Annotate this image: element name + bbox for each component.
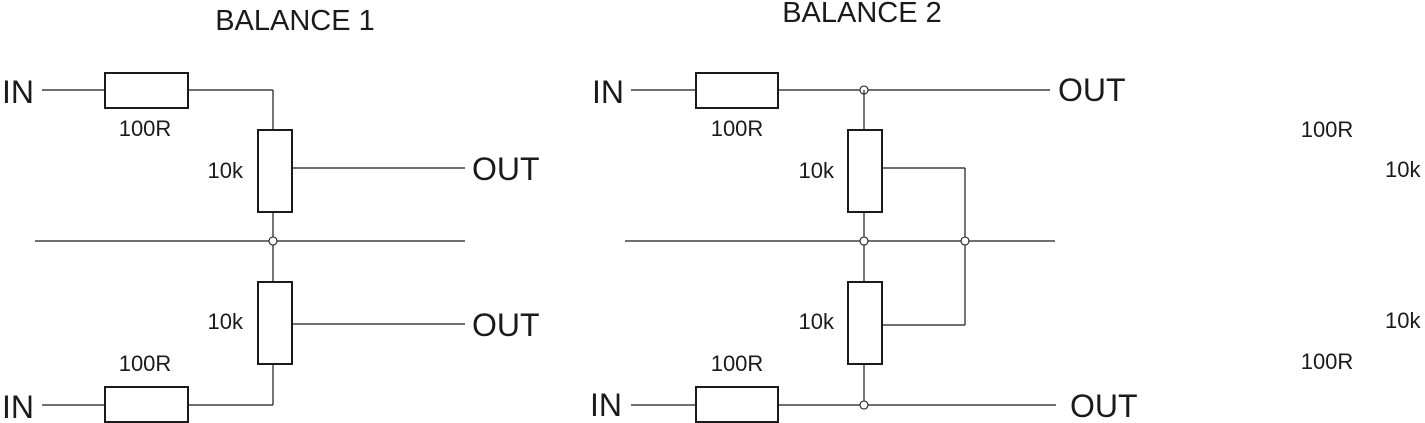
balance-1-top-pot bbox=[257, 129, 293, 213]
balance-2-bottom-in-label: IN bbox=[590, 387, 622, 423]
junction-node bbox=[960, 236, 970, 246]
balance-1-bottom-series-resistor bbox=[104, 386, 189, 423]
junction-node bbox=[859, 400, 869, 410]
balance-2-title: BALANCE 2 bbox=[782, 0, 942, 29]
balance-2-top-in-label: IN bbox=[592, 74, 624, 110]
balance-2-top-pot bbox=[847, 129, 883, 213]
balance-1-top-out-label: OUT bbox=[472, 151, 540, 187]
partial-top-pot-label: 10k bbox=[1385, 157, 1421, 182]
balance-2-bottom-series-resistor-label: 100R bbox=[711, 351, 764, 376]
balance-1-bottom-pot-label: 10k bbox=[208, 309, 244, 334]
balance-1-title: BALANCE 1 bbox=[215, 5, 375, 37]
balance-1-bottom-out-label: OUT bbox=[472, 307, 540, 343]
balance-1-bottom-in-label: IN bbox=[2, 389, 34, 423]
partial-third-schematic: 100R 10k 10k 100R bbox=[1301, 117, 1422, 374]
partial-bottom-series-resistor-label: 100R bbox=[1301, 349, 1354, 374]
junction-node bbox=[268, 236, 278, 246]
balance-2-top-series-resistor bbox=[695, 72, 779, 109]
balance-2-bottom-pot bbox=[847, 281, 883, 365]
balance-1-top-series-resistor bbox=[104, 72, 189, 109]
partial-top-series-resistor-label: 100R bbox=[1301, 117, 1354, 142]
partial-bottom-pot-label: 10k bbox=[1385, 308, 1421, 333]
balance-2-bottom-out-label: OUT bbox=[1070, 388, 1138, 423]
balance-2-top-pot-label: 10k bbox=[799, 158, 835, 183]
balance-1-top-in-label: IN bbox=[2, 74, 34, 110]
balance-1-bottom-pot bbox=[257, 281, 293, 365]
junction-node bbox=[859, 236, 869, 246]
balance-1-top-pot-label: 10k bbox=[208, 158, 244, 183]
balance-1-bottom-series-resistor-label: 100R bbox=[119, 351, 172, 376]
balance-2-schematic: BALANCE 2 IN 100R OUT 10k 10k 100R IN OU… bbox=[590, 0, 1138, 423]
balance-2-top-out-label: OUT bbox=[1058, 72, 1126, 108]
balance-2-bottom-pot-label: 10k bbox=[799, 309, 835, 334]
balance-2-bottom-series-resistor bbox=[695, 386, 779, 423]
balance-2-top-series-resistor-label: 100R bbox=[711, 116, 764, 141]
balance-1-schematic: BALANCE 1 IN 100R 10k OUT 10k OUT 100R I… bbox=[2, 5, 540, 423]
balance-1-top-series-resistor-label: 100R bbox=[119, 116, 172, 141]
